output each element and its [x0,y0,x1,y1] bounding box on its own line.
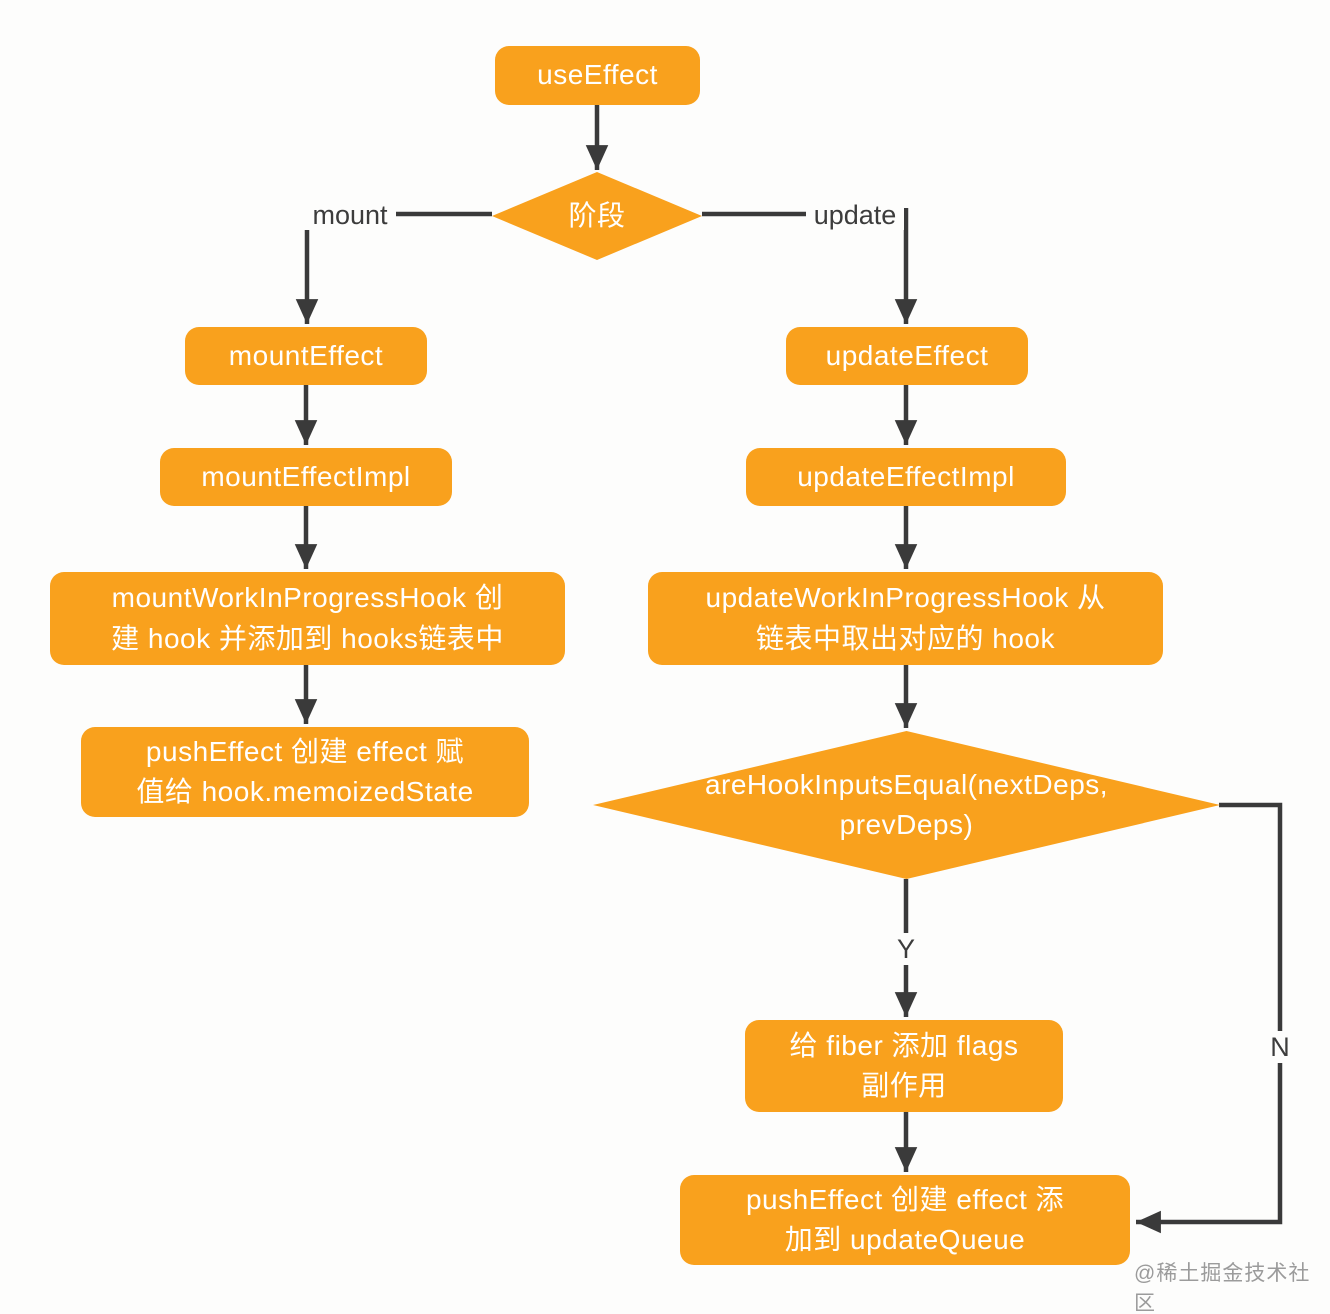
node-update-effect-impl-label: updateEffectImpl [797,460,1015,492]
node-mount-effect-impl: mountEffectImpl [160,448,452,506]
node-mount-work-in-progress-hook-label: mountWorkInProgressHook 创 建 hook 并添加到 ho… [111,582,504,654]
node-update-effect-label: updateEffect [825,339,989,371]
edge-label-no: N [1263,1031,1297,1063]
node-mount-effect-label: mountEffect [228,339,384,371]
node-update-effect: updateEffect [786,327,1028,385]
decision-stage-label: 阶段 [568,199,626,231]
node-use-effect-label: useEffect [537,59,658,91]
node-push-effect-mount: pushEffect 创建 effect 赋 值给 hook.memoizedS… [81,727,529,817]
node-update-effect-impl: updateEffectImpl [746,448,1066,506]
node-mount-effect: mountEffect [185,327,427,385]
decision-are-hook-inputs-equal-label: areHookInputsEqual(nextDeps, prevDeps) [704,768,1109,840]
edge-label-mount: mount [304,200,396,230]
node-add-flags-label: 给 fiber 添加 flags 副作用 [789,1029,1019,1101]
edge-label-yes: Y [889,933,923,965]
node-mount-effect-impl-label: mountEffectImpl [201,460,411,492]
node-update-work-in-progress-hook-label: updateWorkInProgressHook 从 链表中取出对应的 hook [705,582,1106,654]
node-push-effect-mount-label: pushEffect 创建 effect 赋 值给 hook.memoizedS… [136,735,474,807]
node-push-effect-update-label: pushEffect 创建 effect 添 加到 updateQueue [745,1183,1065,1255]
node-add-flags: 给 fiber 添加 flags 副作用 [745,1020,1063,1112]
edge-label-update: update [806,200,904,230]
watermark-text: @稀土掘金技术社区 [1134,1262,1311,1314]
node-update-work-in-progress-hook: updateWorkInProgressHook 从 链表中取出对应的 hook [648,572,1163,665]
node-mount-work-in-progress-hook: mountWorkInProgressHook 创 建 hook 并添加到 ho… [50,572,565,665]
node-use-effect: useEffect [495,46,700,105]
node-push-effect-update: pushEffect 创建 effect 添 加到 updateQueue [680,1175,1130,1265]
edge-arehookinputsequal-no-to-pusheffectupdate [1136,802,1283,1234]
